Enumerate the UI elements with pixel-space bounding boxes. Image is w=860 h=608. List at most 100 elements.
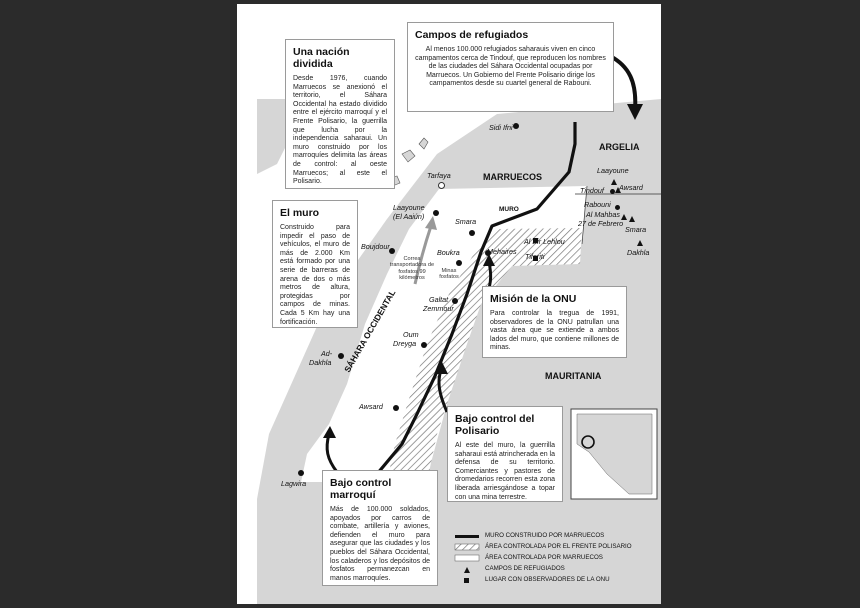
box-the-wall: El muro Construido para impedir el paso … [272, 200, 358, 328]
dot-oum-dreyga [421, 342, 427, 348]
arrow-refugees [609, 54, 638, 111]
label-sidi-ifni: Sidi Ifni [489, 123, 513, 132]
region-mauritania: MAURITANIA [545, 371, 602, 381]
box-title: Bajo control marroquí [330, 477, 392, 501]
dot-sidi-ifni [513, 123, 519, 129]
legend-morocco: ÁREA CONTROLADA POR MARRUECOS [485, 554, 603, 561]
camp-mahbas-icon [621, 214, 627, 220]
inset-africa [576, 413, 653, 495]
region-marruecos: MARRUECOS [483, 172, 543, 182]
label-awsard: Awsard [359, 402, 383, 411]
arrow-un-head [483, 254, 495, 266]
label-al-bir-lehlou: Al Bir Lehlou [524, 237, 565, 246]
dot-tarfaya [438, 182, 445, 189]
canary-island [401, 149, 416, 163]
legend-wall: MURO CONSTRUIDO POR MARRUECOS [485, 532, 605, 539]
label-camp-laayoune: Laayoune [597, 166, 629, 175]
box-text: Al menos 100.000 refugiados saharauis vi… [415, 46, 606, 88]
box-title: El muro [280, 207, 320, 219]
legend-row: ÁREA CONTROLADA POR EL FRENTE POLISARIO [455, 541, 655, 552]
label-boukra: Boukra [437, 248, 460, 257]
box-divided-nation: Una nación dividida Desde 1976, cuando M… [285, 39, 395, 189]
dot-awsard [393, 405, 399, 411]
legend-camps: CAMPOS DE REFUGIADOS [485, 565, 565, 572]
dot-rabouni [615, 205, 620, 210]
label-zemmour: Zemmour [423, 304, 454, 313]
border-line [581, 185, 588, 245]
dot-galtat [452, 298, 458, 304]
box-moroccan-control: Bajo control marroquí Más de 100.000 sol… [322, 470, 438, 586]
label-al-mahbas: Al Mahbas [586, 210, 620, 219]
legend-polisario: ÁREA CONTROLADA POR EL FRENTE POLISARIO [485, 543, 632, 550]
legend-camp-symbol [464, 567, 470, 573]
legend-row: LUGAR CON OBSERVADORES DE LA ONU [455, 574, 655, 585]
un-site-tifariti [533, 256, 538, 261]
label-tarfaya: Tarfaya [427, 171, 451, 180]
inset-highlight [581, 435, 595, 449]
box-text: Al este del muro, la guerrilla saharaui … [455, 442, 556, 501]
label-lagwira: Lagwira [281, 479, 307, 488]
arrow-wall [413, 225, 433, 285]
label-rabouni: Rabouni [584, 200, 611, 209]
arrow-polisario-head [435, 362, 448, 374]
label-tifariti: Tifariti [525, 252, 545, 261]
region-argelia: ARGELIA [599, 142, 640, 152]
arrow-moroccan-head [323, 426, 336, 438]
box-text: Más de 100.000 soldados, apoyados por ca… [330, 506, 430, 582]
region-muro: MURO [499, 206, 519, 213]
label-mehaires: Mehaires [487, 247, 517, 256]
box-text: Desde 1976, cuando Marruecos se anexionó… [293, 75, 387, 186]
label-camp-smara: Smara [625, 225, 647, 234]
label-galtat: Galtat [429, 295, 449, 304]
dot-laayoune [433, 210, 439, 216]
legend-un-symbol [464, 578, 469, 583]
box-un-mission: Misión de la ONU Para controlar la tregu… [482, 286, 627, 358]
label-camp-awsard: Awsard [619, 183, 643, 192]
dot-mehaires [485, 250, 491, 256]
box-polisario-control: Bajo control del Polisario Al este del m… [447, 406, 563, 502]
legend-wall-symbol [455, 535, 479, 538]
label-ad: Ad- [321, 349, 333, 358]
box-refugee-camps: Campos de refugiados Al menos 100.000 re… [407, 22, 614, 112]
label-laayoune: Laayoune [393, 203, 425, 212]
legend-un: LUGAR CON OBSERVADORES DE LA ONU [485, 576, 610, 583]
dot-ad-dakhla [338, 353, 344, 359]
label-correa: Correa transportadora de fosfatos 99 kil… [389, 256, 435, 282]
label-boujdour: Boujdour [361, 242, 390, 251]
dot-boukra [456, 260, 462, 266]
label-oum: Oum [403, 330, 419, 339]
label-dakhla-city: Dakhla [309, 358, 332, 367]
label-dreyga: Dreyga [393, 339, 417, 348]
arrow-refugees-head [627, 104, 643, 120]
un-site-al-bir [533, 238, 538, 243]
arrow-wall-head [425, 216, 437, 230]
box-text: Construido para impedir el paso de vehíc… [280, 224, 350, 326]
legend-row: ÁREA CONTROLADA POR MARRUECOS [455, 552, 655, 563]
polisario-area [387, 228, 582, 482]
legend-morocco-symbol [454, 554, 480, 562]
map-sheet: Una nación dividida Desde 1976, cuando M… [237, 4, 661, 604]
dot-lagwira [298, 470, 304, 476]
box-text: Para controlar la tregua de 1991, observ… [490, 310, 619, 352]
box-title: Una nación dividida [293, 46, 350, 70]
camp-smara-icon [629, 216, 635, 222]
box-title: Campos de refugiados [415, 29, 529, 41]
label-minas-fosfatos: Minas fosfatos [439, 268, 459, 281]
label-tindouf: Tindouf [580, 186, 604, 195]
moroccan-wall [334, 122, 577, 484]
legend-polisario-symbol [454, 543, 480, 551]
dot-tindouf [610, 189, 615, 194]
box-title: Bajo control del Polisario [455, 413, 535, 437]
camp-dakhla-icon [637, 240, 643, 246]
dot-boujdour [389, 248, 395, 254]
label-el-aaiun: (El Aaiún) [393, 212, 425, 221]
box-title: Misión de la ONU [490, 293, 577, 305]
label-27-febrero: 27 de Febrero [578, 219, 624, 228]
camp-awsard-icon [615, 187, 621, 193]
legend: MURO CONSTRUIDO POR MARRUECOS ÁREA CONTR… [455, 530, 655, 585]
legend-row: CAMPOS DE REFUGIADOS [455, 563, 655, 574]
canary-island [418, 137, 429, 150]
camp-laayoune-icon [611, 179, 617, 185]
label-smara: Smara [455, 217, 477, 226]
legend-row: MURO CONSTRUIDO POR MARRUECOS [455, 530, 655, 541]
